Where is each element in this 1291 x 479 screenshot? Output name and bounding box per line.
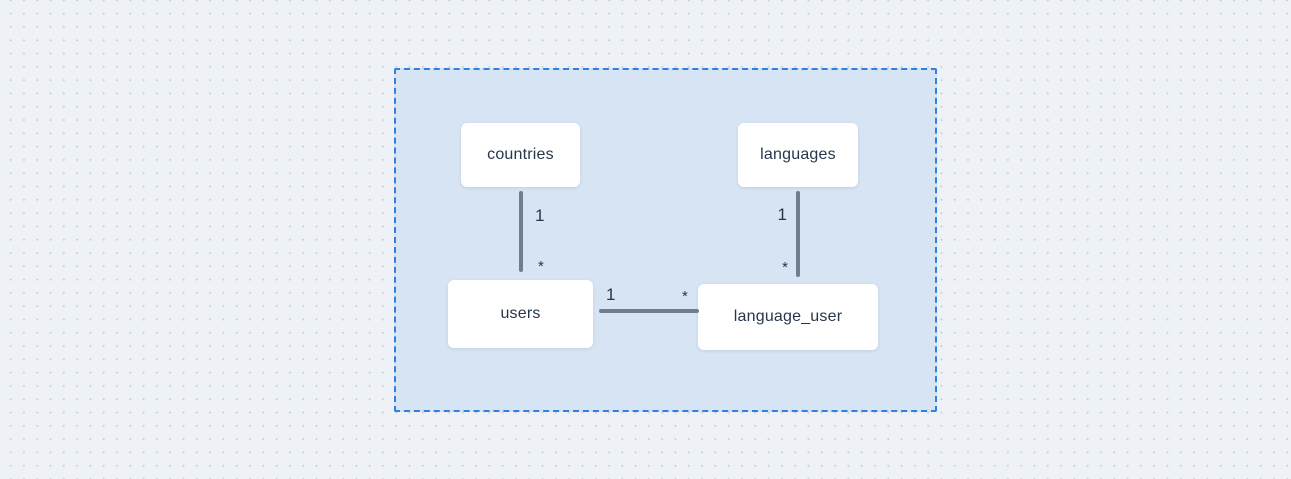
connector-countries-users-line[interactable] bbox=[519, 191, 523, 272]
connector-languages-language-user-line[interactable] bbox=[796, 191, 800, 277]
cardinality-countries-users-many: * bbox=[538, 258, 544, 275]
entity-countries[interactable]: countries bbox=[461, 123, 580, 187]
entity-languages-label: languages bbox=[760, 146, 836, 163]
entity-users-label: users bbox=[500, 305, 541, 322]
entity-language-user-label: language_user bbox=[733, 308, 843, 325]
cardinality-countries-users-one: 1 bbox=[535, 206, 545, 225]
connector-users-language-user-line[interactable] bbox=[599, 309, 699, 313]
cardinality-users-language-user-one: 1 bbox=[606, 285, 616, 304]
cardinality-languages-language-user-one: 1 bbox=[777, 205, 787, 224]
cardinality-users-language-user-many: * bbox=[682, 288, 688, 305]
entity-countries-label: countries bbox=[487, 146, 554, 163]
cardinality-languages-language-user-many: * bbox=[782, 259, 788, 276]
entity-languages[interactable]: languages bbox=[738, 123, 858, 187]
entity-users[interactable]: users bbox=[448, 280, 593, 348]
entity-language-user[interactable]: language_user bbox=[698, 284, 878, 350]
schema-group-container[interactable]: countries languages users language_user … bbox=[394, 68, 937, 412]
